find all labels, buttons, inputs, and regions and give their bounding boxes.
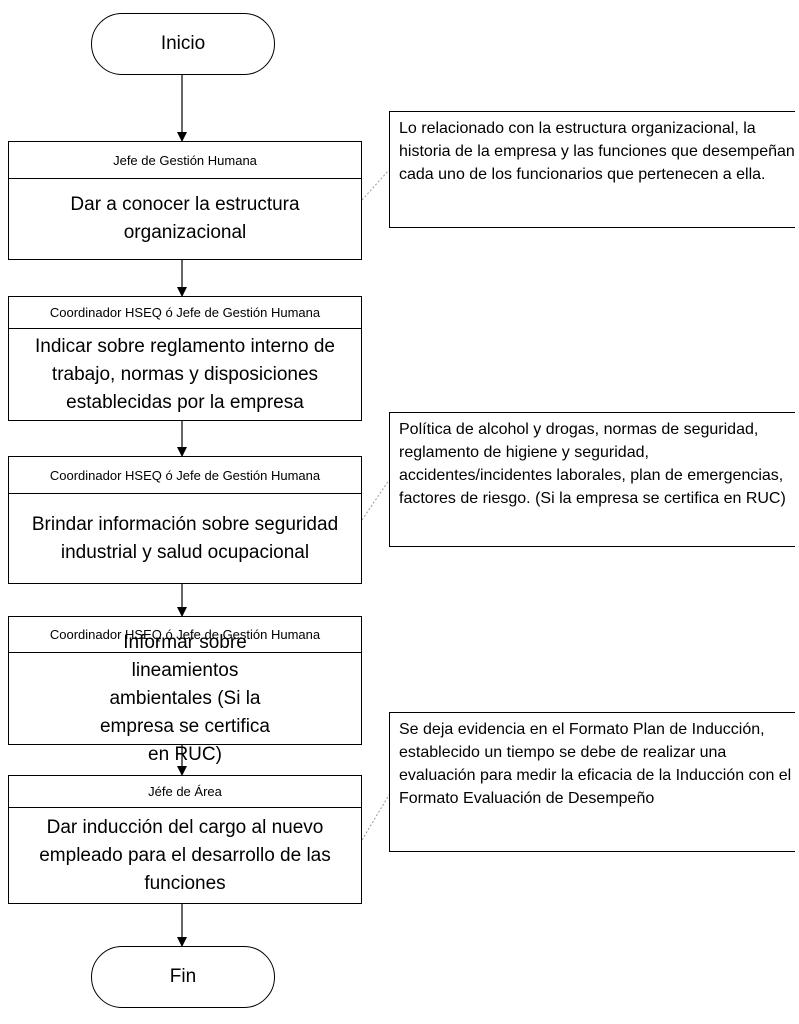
start-label: Inicio — [160, 33, 206, 54]
step-5-task: Dar inducción del cargo al nuevo emplead… — [39, 816, 331, 894]
step-4-role: Coordinador HSEQ ó Jefe de Gestión Human… — [9, 617, 361, 653]
annotation-note-3: Se deja evidencia en el Formato Plan de … — [389, 712, 795, 852]
step-5-role: Jéfe de Área — [9, 776, 361, 808]
step-3-task: Brindar información sobre seguridad indu… — [31, 513, 339, 563]
note-connector-1 — [361, 169, 390, 201]
process-step-4: Coordinador HSEQ ó Jefe de Gestión Human… — [8, 616, 362, 765]
process-step-3: Coordinador HSEQ ó Jefe de Gestión Human… — [8, 456, 362, 584]
note-connector-3 — [361, 794, 390, 841]
step-4-task: Informar sobre lineamientos ambientales … — [99, 631, 270, 765]
step-2-role: Coordinador HSEQ ó Jefe de Gestión Human… — [9, 297, 361, 329]
step-1-task: Dar a conocer la estructura organizacion… — [70, 194, 300, 243]
process-step-1: Jefe de Gestión Humana Dar a conocer la … — [8, 141, 362, 260]
end-terminal: Fin — [91, 946, 275, 1008]
step-2-task: Indicar sobre reglamento interno de trab… — [35, 335, 335, 413]
note-connector-2 — [361, 479, 390, 521]
step-1-role: Jefe de Gestión Humana — [9, 142, 361, 179]
start-terminal: Inicio — [91, 13, 275, 75]
end-label: Fin — [169, 966, 197, 987]
annotation-note-1: Lo relacionado con la estructura organiz… — [389, 111, 795, 228]
annotation-note-2: Política de alcohol y drogas, normas de … — [389, 412, 795, 547]
process-step-2: Coordinador HSEQ ó Jefe de Gestión Human… — [8, 296, 362, 421]
step-3-role: Coordinador HSEQ ó Jefe de Gestión Human… — [9, 457, 361, 494]
process-step-5: Jéfe de Área Dar inducción del cargo al … — [8, 775, 362, 904]
